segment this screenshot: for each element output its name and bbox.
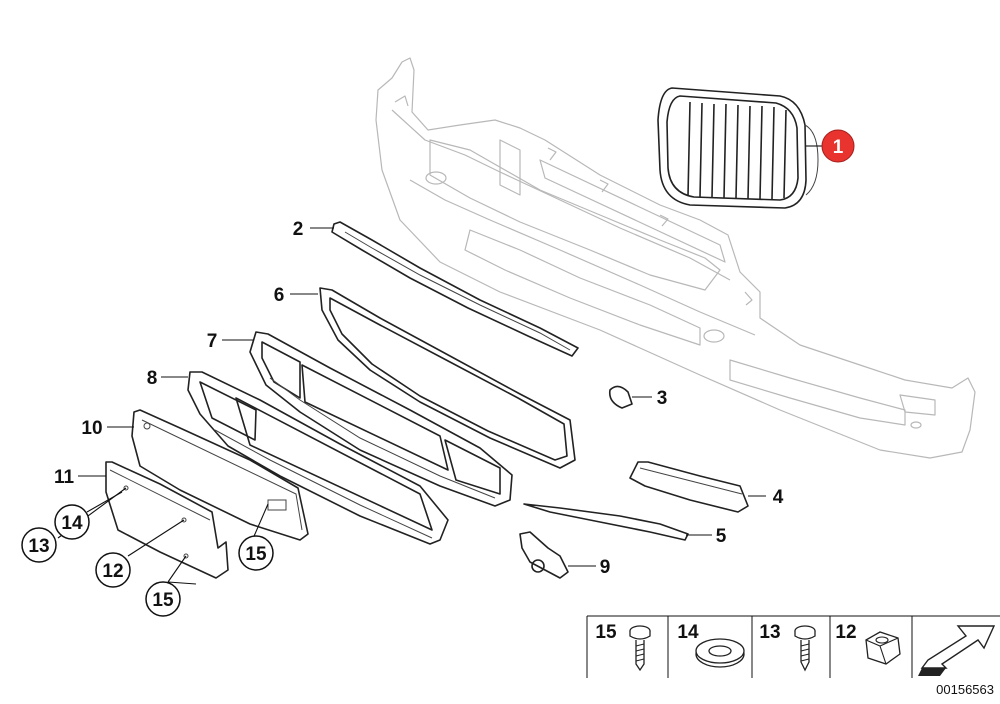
- legend-item-12[interactable]: 12: [835, 622, 901, 665]
- callout-5[interactable]: 5: [716, 526, 727, 547]
- kidney-grille[interactable]: [657, 87, 819, 209]
- legend-item-15[interactable]: 15: [595, 622, 651, 672]
- license-plate-bracket[interactable]: [105, 461, 229, 579]
- callout-3[interactable]: 3: [657, 388, 668, 409]
- callout-15-left[interactable]: 15: [145, 581, 181, 617]
- trim-strip[interactable]: [523, 503, 689, 541]
- grille-frame[interactable]: [249, 331, 513, 507]
- callout-15-right[interactable]: 15: [238, 535, 274, 571]
- screw-icon: [629, 625, 651, 672]
- screw-icon: [794, 625, 816, 672]
- grille-slats: [687, 101, 787, 200]
- callout-12-label: 12: [102, 561, 123, 582]
- nut-icon: [865, 631, 901, 665]
- callout-1-label: 1: [833, 137, 844, 158]
- callout-8[interactable]: 8: [147, 368, 158, 389]
- diagram-number: 00156563: [936, 682, 994, 697]
- legend-item-14[interactable]: 14: [677, 622, 745, 668]
- grille-strip[interactable]: [331, 221, 579, 357]
- license-plate-base[interactable]: [131, 409, 309, 541]
- callout-9[interactable]: 9: [600, 557, 611, 578]
- callout-15-right-label: 15: [245, 544, 267, 565]
- callout-12[interactable]: 12: [95, 552, 131, 588]
- cover-cap[interactable]: [608, 385, 633, 409]
- mesh-grille[interactable]: [319, 287, 576, 469]
- sensor-holder[interactable]: [519, 531, 569, 579]
- hardware-legend: 15 14 13 12: [586, 615, 1000, 678]
- direction-arrow-icon: [918, 625, 996, 676]
- callout-13-label: 13: [28, 536, 49, 557]
- legend-item-13[interactable]: 13: [759, 622, 816, 672]
- callout-6[interactable]: 6: [274, 285, 285, 306]
- washer-icon: [695, 638, 745, 668]
- callout-15-left-label: 15: [152, 590, 174, 611]
- callout-7[interactable]: 7: [207, 331, 218, 352]
- callout-4[interactable]: 4: [773, 487, 784, 508]
- legend-15-number: 15: [595, 622, 617, 643]
- callout-2[interactable]: 2: [293, 219, 304, 240]
- callout-14[interactable]: 14: [54, 504, 90, 540]
- leader-lines: [57, 145, 822, 585]
- fog-light-cover[interactable]: [629, 461, 749, 513]
- legend-13-number: 13: [759, 622, 780, 643]
- lower-grille-trim[interactable]: [187, 371, 449, 545]
- callout-1-badge: [821, 129, 855, 163]
- legend-14-number: 14: [677, 622, 699, 643]
- callout-11[interactable]: 11: [54, 467, 75, 488]
- callout-1[interactable]: 1: [821, 129, 855, 163]
- legend-12-number: 12: [835, 622, 856, 643]
- bumper-shell: [375, 57, 976, 459]
- callout-10[interactable]: 10: [81, 418, 102, 439]
- callout-13[interactable]: 13: [21, 527, 57, 563]
- callout-14-label: 14: [61, 513, 83, 534]
